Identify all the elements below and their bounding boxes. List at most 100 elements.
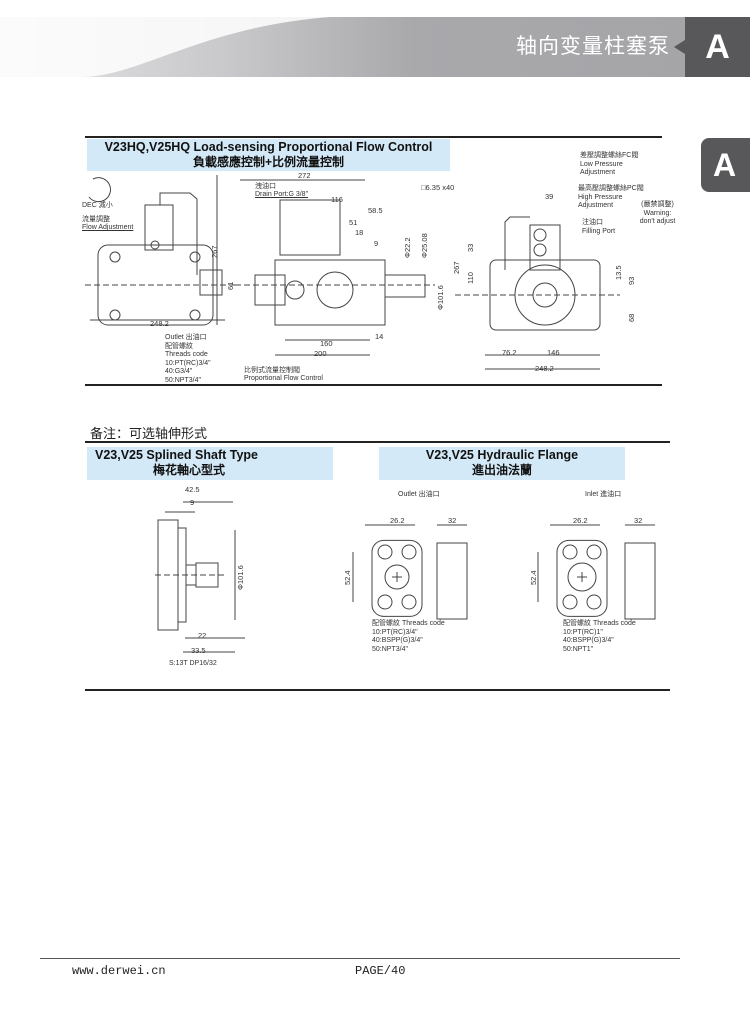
warning-cn: (嚴禁調整) xyxy=(641,201,674,208)
splined-shaft-drawing xyxy=(155,490,255,660)
section2-rule xyxy=(85,441,670,443)
outlet-line: Outlet 出油口 xyxy=(165,334,207,341)
dim-42-5: 42.5 xyxy=(185,485,200,494)
key-size: □6.35 x40 xyxy=(421,183,454,192)
dim-146: 146 xyxy=(547,348,560,357)
dim-272: 272 xyxy=(298,171,311,180)
outlet-line: 40:G3/4" xyxy=(165,368,193,375)
spline-spec: S:13T DP16/32 xyxy=(169,660,217,667)
flow-adjust-en: Flow Adjustment xyxy=(82,224,134,231)
outlet-line: 配管螺紋 xyxy=(165,342,193,350)
outlet-dim-26-2: 26.2 xyxy=(390,516,405,525)
outlet-threads-code: 配管螺紋 Threads code 10:PT(RC)3/4" 40:BSPP(… xyxy=(372,620,445,654)
inlet-flange-drawing xyxy=(530,510,660,620)
pump-front-view-drawing xyxy=(455,195,625,375)
dim-76-2: 76.2 xyxy=(502,348,517,357)
thread-line: 50:NPT1" xyxy=(563,645,594,653)
dim-267: 267 xyxy=(210,245,219,258)
prop-valve-cn: 比例式流量控制閥 xyxy=(244,367,300,374)
high-pressure-cn: 最高壓調整螺絲PC閥 xyxy=(578,185,644,192)
dim-51: 51 xyxy=(349,218,358,227)
dim-248-2: 248.2 xyxy=(150,319,169,328)
thread-line: 配管螺紋 Threads code xyxy=(563,620,636,627)
outlet-line: 10:PT(RC)3/4" xyxy=(165,359,211,367)
section1-title-cn: 負載感應控制+比例流量控制 xyxy=(192,155,344,169)
dim-93: 93 xyxy=(627,276,636,285)
section3-title-box: V23,V25 Hydraulic Flange 進出油法蘭 xyxy=(379,447,625,480)
drain-port-en: Drain Port:G 3/8" xyxy=(255,191,309,198)
section1-rule xyxy=(85,136,662,138)
thread-line: 40:BSPP(G)3/4" xyxy=(563,637,614,644)
dim-116: 116 xyxy=(331,195,343,204)
outlet-flange-label: Outlet 出油口 xyxy=(398,491,440,498)
footer-website[interactable]: www.derwei.cn xyxy=(72,964,166,978)
low-pressure-cn: 差壓調整螺絲FC閥 xyxy=(580,152,639,159)
dim-phi-25-08: Φ25.08 xyxy=(420,233,429,258)
filling-port-cn: 注油口 xyxy=(582,219,603,226)
prop-valve-en: Proportional Flow Control xyxy=(244,375,323,382)
outlet-flange-drawing xyxy=(345,510,475,620)
pump-rear-view-drawing xyxy=(85,175,235,335)
dim-9-shaft: 9 xyxy=(190,498,195,507)
section1-bottom-rule xyxy=(85,384,662,386)
dim-33: 33 xyxy=(466,243,475,252)
dim-267-front: 267 xyxy=(452,261,461,274)
section2-title-box: V23,V25 Splined Shaft Type 梅花軸心型式 xyxy=(87,447,333,480)
dim-14: 14 xyxy=(375,332,384,341)
dim-phi-22-2: Φ22.2 xyxy=(403,237,412,258)
section2-title-en: V23,V25 Splined Shaft Type xyxy=(95,448,259,462)
high-pressure-en2: Adjustment xyxy=(578,202,614,209)
dim-phi-101-6-shaft: Φ101.6 xyxy=(236,565,245,590)
dim-61: 61 xyxy=(226,281,235,290)
header-section-letter: A xyxy=(685,17,750,77)
low-pressure-en1: Low Pressure xyxy=(580,161,623,168)
outlet-line: 50:NPT3/4" xyxy=(165,376,201,384)
inlet-threads-code: 配管螺紋 Threads code 10:PT(RC)1" 40:BSPP(G)… xyxy=(563,620,636,654)
inlet-flange-label: Inlet 進油口 xyxy=(585,491,622,498)
section3-title-en: V23,V25 Hydraulic Flange xyxy=(425,448,579,462)
section2-title-cn: 梅花軸心型式 xyxy=(153,463,226,477)
side-tab-letter[interactable]: A xyxy=(701,138,750,192)
dim-200: 200 xyxy=(314,349,327,358)
inlet-dim-32: 32 xyxy=(634,516,643,525)
outlet-line: Threads code xyxy=(165,351,208,358)
inlet-dim-52-4: 52.4 xyxy=(529,570,538,585)
section3-title-cn: 進出油法蘭 xyxy=(471,463,532,477)
dim-160: 160 xyxy=(320,339,333,348)
dim-phi-101-6: Φ101.6 xyxy=(436,285,445,310)
drain-port-cn: 洩油口 xyxy=(255,183,276,190)
dim-33-5: 33.5 xyxy=(191,646,206,655)
pump-side-view-drawing xyxy=(235,175,435,360)
thread-line: 50:NPT3/4" xyxy=(372,645,408,653)
dim-18: 18 xyxy=(355,228,364,237)
section1-title-en: V23HQ,V25HQ Load-sensing Proportional Fl… xyxy=(104,140,433,154)
high-pressure-en1: High Pressure xyxy=(578,194,623,201)
filling-port-en: Filling Port xyxy=(582,228,616,235)
outlet-dim-32: 32 xyxy=(448,516,457,525)
warning-en1: Warning: xyxy=(643,209,672,217)
section1-title-box: V23HQ,V25HQ Load-sensing Proportional Fl… xyxy=(87,139,450,171)
header-title: 轴向变量柱塞泵 xyxy=(516,34,670,58)
warning-en2: don't adjust xyxy=(639,218,676,225)
dim-110: 110 xyxy=(466,272,475,284)
outlet-dim-52-4: 52.4 xyxy=(343,570,352,585)
section-bottom-rule xyxy=(85,689,670,691)
thread-line: 配管螺紋 Threads code xyxy=(372,620,445,627)
footer-rule xyxy=(40,958,680,959)
banner-curve-decoration xyxy=(0,17,330,77)
dim-9: 9 xyxy=(374,239,379,248)
dim-68: 68 xyxy=(627,313,636,322)
inlet-dim-26-2: 26.2 xyxy=(573,516,588,525)
thread-line: 10:PT(RC)3/4" xyxy=(372,628,418,636)
thread-line: 40:BSPP(G)3/4" xyxy=(372,637,423,644)
dim-248-2-front: 248.2 xyxy=(535,364,554,373)
low-pressure-en2: Adjustment xyxy=(580,169,616,176)
thread-line: 10:PT(RC)1" xyxy=(563,628,603,636)
dim-58-5: 58.5 xyxy=(368,206,383,215)
flow-adjust-cn: 流量調整 xyxy=(82,216,110,223)
dim-39: 39 xyxy=(545,192,554,201)
dim-13-5: 13.5 xyxy=(614,265,623,280)
warning-note: (嚴禁調整) Warning: don't adjust xyxy=(635,201,680,227)
dim-22: 22 xyxy=(198,631,207,640)
footer-page-number: PAGE/40 xyxy=(355,964,406,978)
